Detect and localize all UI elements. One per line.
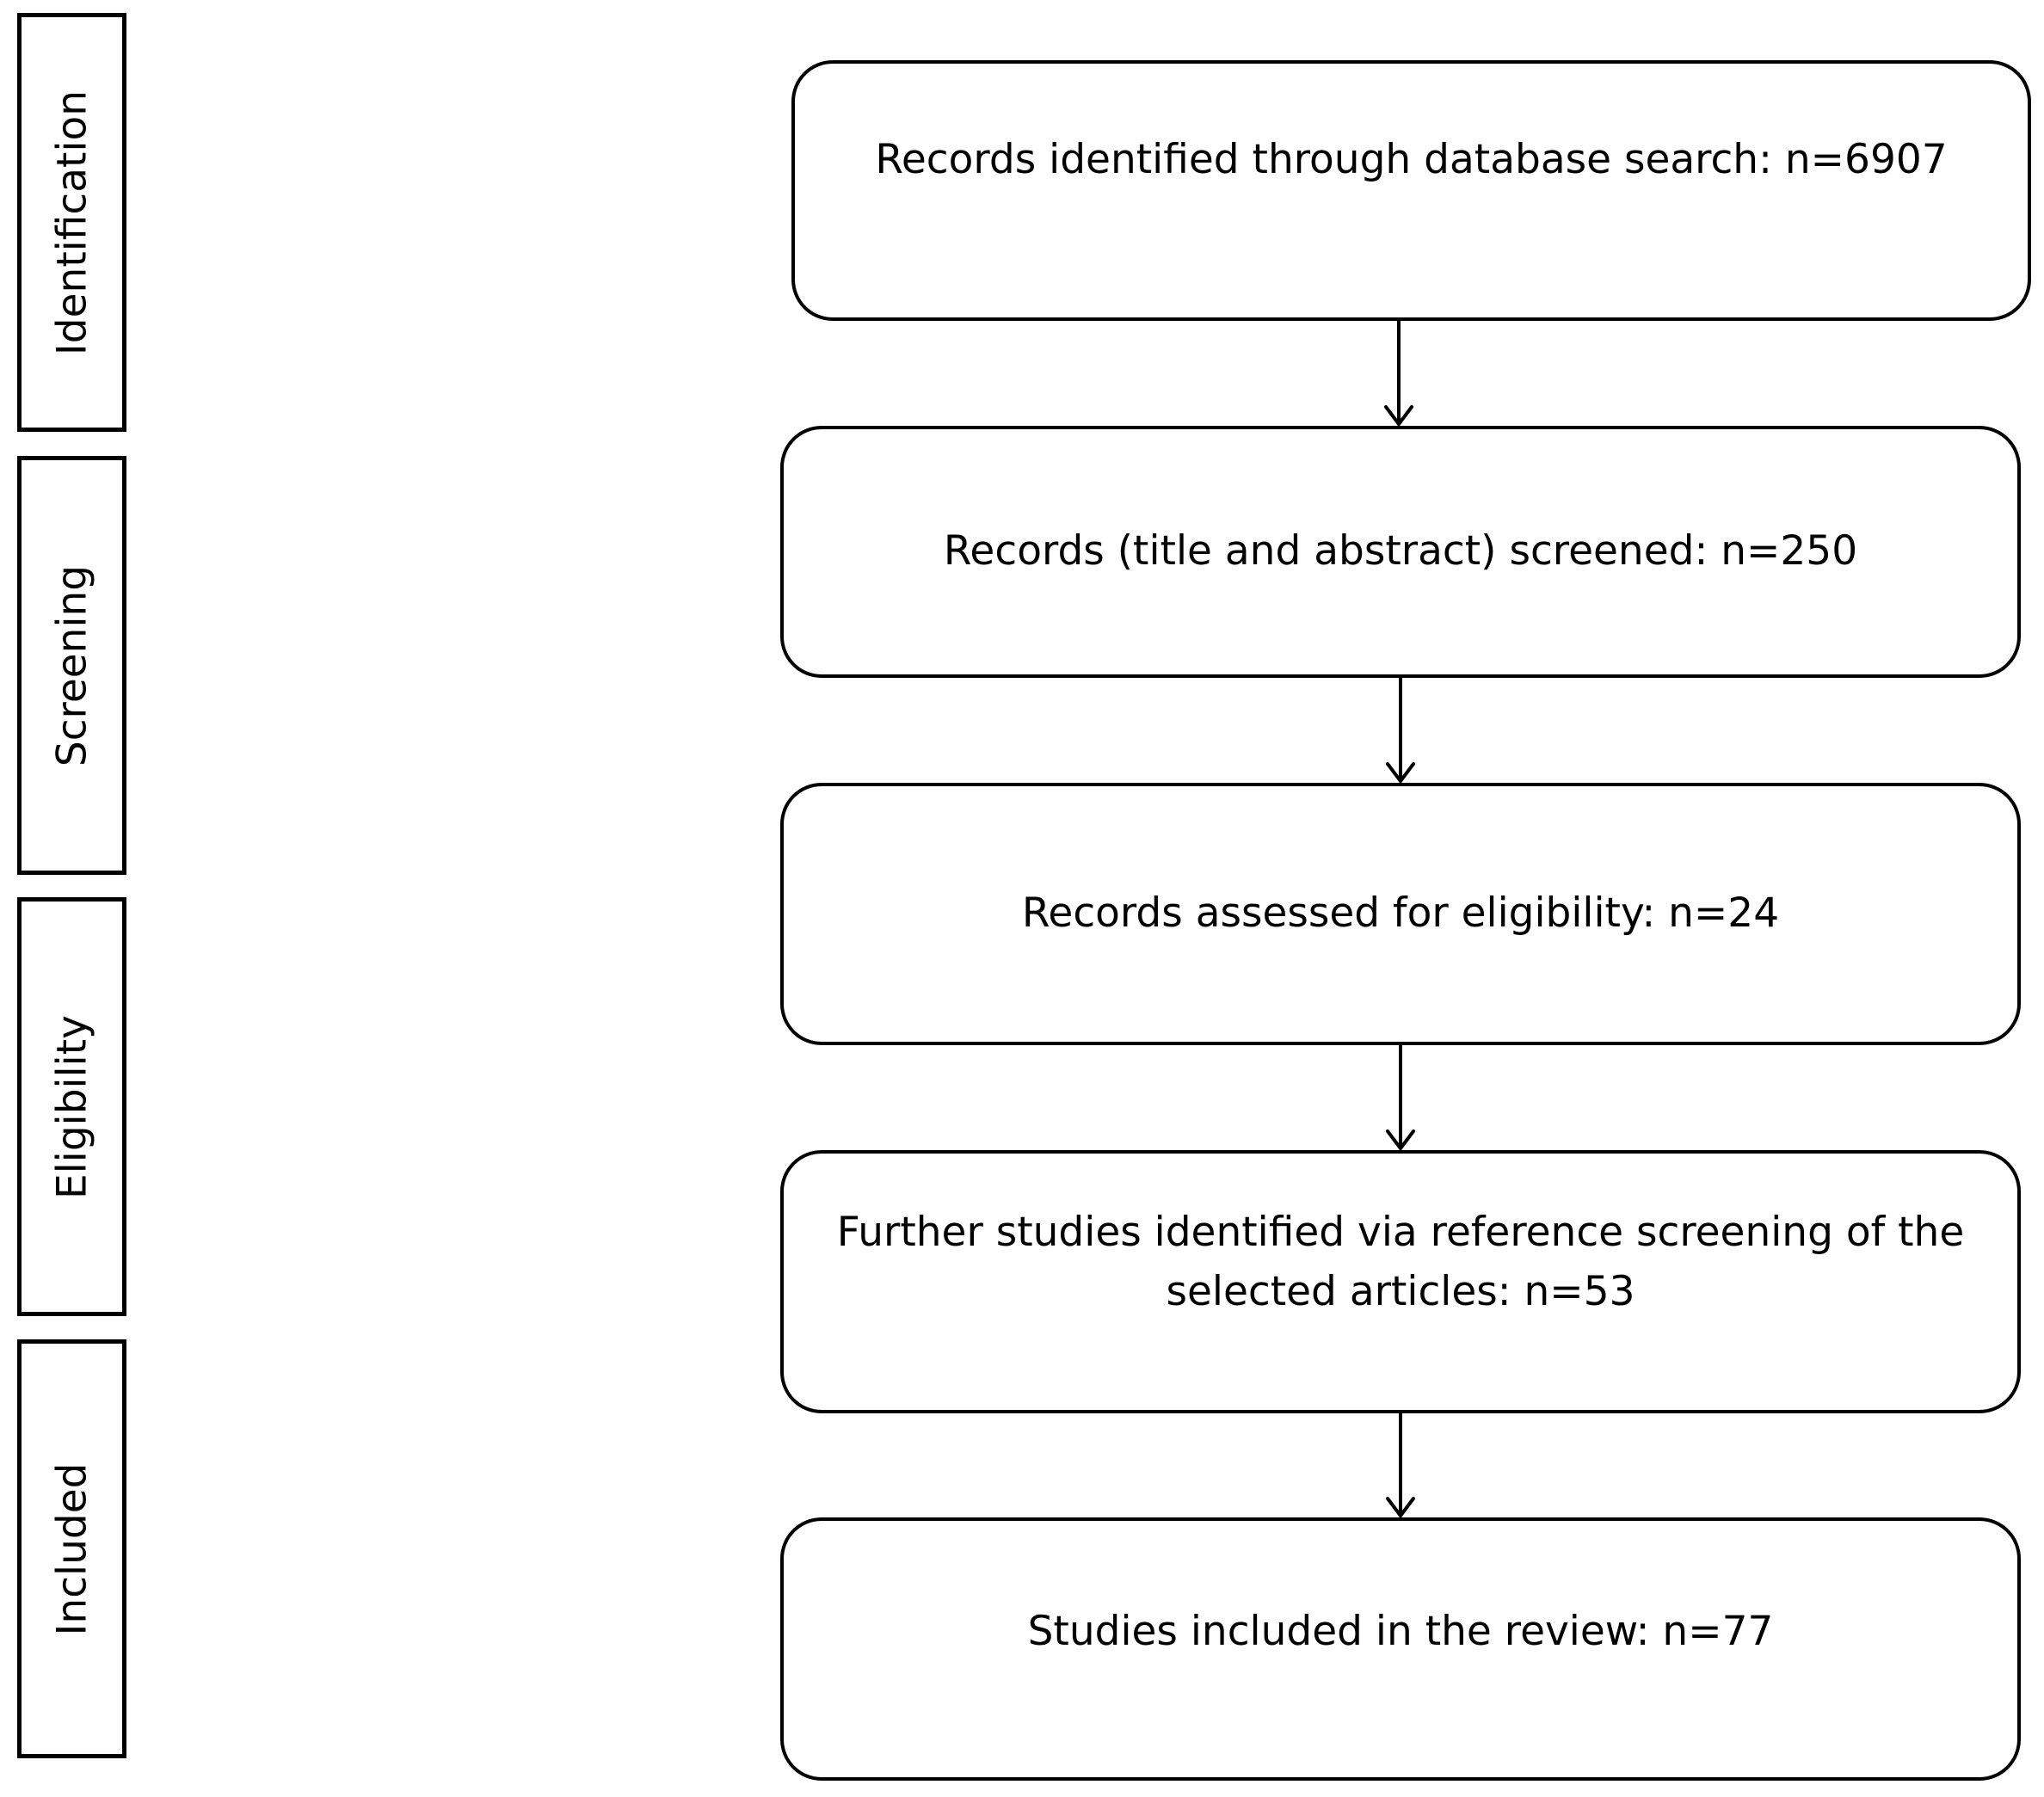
stage-label-identification: Identification — [48, 89, 95, 355]
records-eligibility-text: Records assessed for eligibility: n=24 — [1021, 889, 1780, 938]
further-studies-box: Further studies identified via reference… — [780, 1150, 2021, 1413]
studies-included-text: Studies included in the review: n=77 — [1027, 1607, 1774, 1655]
stage-screening: Screening — [17, 456, 126, 875]
stage-label-included: Included — [48, 1462, 95, 1635]
further-studies-text: Further studies identified via reference… — [836, 1209, 1965, 1315]
records-screened-text: Records (title and abstract) screened: n… — [943, 527, 1858, 575]
studies-included-box: Studies included in the review: n=77 — [780, 1517, 2021, 1781]
arrow-screened-to-eligibility — [1386, 676, 1415, 783]
arrow-further-to-included — [1386, 1412, 1415, 1517]
stage-included: Included — [17, 1339, 126, 1758]
records-screened-box: Records (title and abstract) screened: n… — [780, 426, 2021, 678]
stage-identification: Identification — [17, 13, 126, 432]
stage-label-screening: Screening — [48, 564, 95, 766]
records-identified-box: Records identified through database sear… — [791, 60, 2031, 321]
stage-eligibility: Eligibility — [17, 897, 126, 1316]
arrow-identified-to-screened — [1384, 319, 1413, 426]
stage-label-eligibility: Eligibility — [48, 1014, 95, 1199]
arrow-eligibility-to-further — [1386, 1043, 1415, 1150]
records-eligibility-box: Records assessed for eligibility: n=24 — [780, 783, 2021, 1045]
records-identified-text: Records identified through database sear… — [875, 136, 1948, 184]
